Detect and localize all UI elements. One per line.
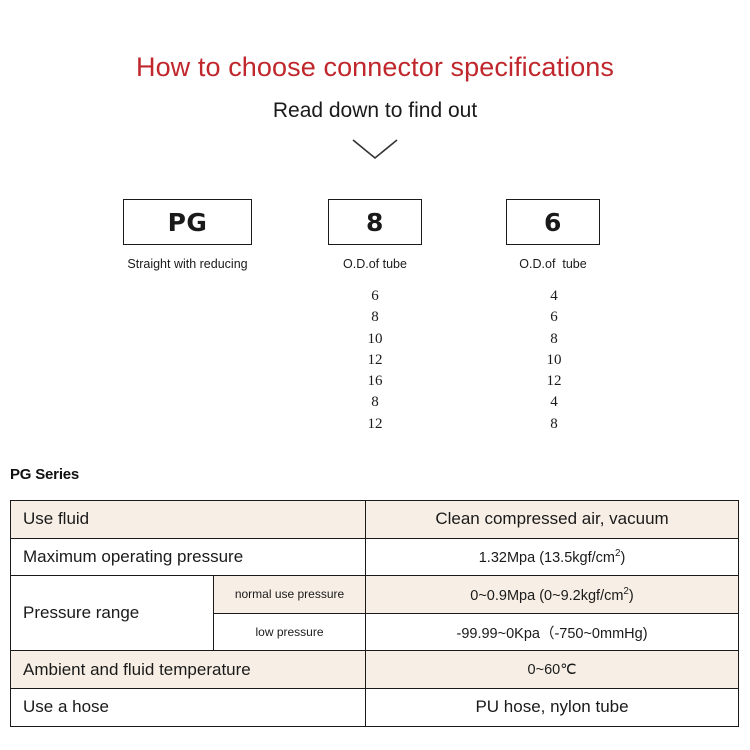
spec-table-label: PG Series [10, 466, 80, 483]
row-label-use-a-hose: Use a hose [9, 687, 367, 727]
subrow-value-normal-use-pressure: 0~0.9Mpa (0~9.2kgf/cm2) [365, 575, 740, 614]
row-label-ambient-fluid-temperature: Ambient and fluid temperature [9, 650, 367, 689]
option-value[interactable]: 8 [371, 394, 379, 411]
option-column-od-tube-1: 6 8 10 12 16 8 12 [315, 286, 435, 435]
table-row: Use a hose PU hose, nylon tube [9, 687, 740, 727]
selector-box-series[interactable]: PG [123, 199, 252, 245]
selector-caption-series: Straight with reducing [127, 257, 248, 271]
row-value-ambient-fluid-temperature: 0~60℃ [365, 650, 740, 689]
option-value[interactable]: 16 [367, 373, 383, 390]
spec-table: Use fluid Clean compressed air, vacuum M… [9, 500, 740, 727]
selector-caption-od-tube-1: O.D.of tube [343, 257, 407, 271]
value-superscript: 2 [614, 547, 621, 559]
page-subtitle: Read down to find out [272, 99, 478, 122]
option-value[interactable]: 6 [371, 288, 379, 304]
option-value[interactable]: 8 [371, 309, 379, 326]
option-value[interactable]: 4 [550, 394, 558, 411]
page-title: How to choose connector specifications [135, 52, 615, 82]
option-value[interactable]: 8 [550, 330, 558, 347]
option-value[interactable]: 10 [367, 330, 383, 347]
row-label-use-fluid: Use fluid [9, 500, 367, 539]
row-label-max-operating-pressure: Maximum operating pressure [9, 537, 367, 577]
row-value-use-a-hose: PU hose, nylon tube [365, 687, 740, 727]
table-row: Pressure range normal use pressure 0~0.9… [10, 575, 740, 652]
chevron-down-icon [352, 139, 398, 160]
selector-box-od-tube-1[interactable]: 8 [328, 199, 422, 245]
option-value[interactable]: 4 [550, 288, 558, 304]
table-row: Use fluid Clean compressed air, vacuum [9, 500, 740, 539]
table-row: Maximum operating pressure 1.32Mpa (13.5… [9, 537, 740, 577]
subrow-value-low-pressure: -99.99~0Kpa（-750~0mmHg) [365, 612, 740, 652]
value-tail: ) [620, 549, 626, 566]
row-value-use-fluid: Clean compressed air, vacuum [365, 500, 740, 539]
option-value[interactable]: 12 [367, 415, 383, 432]
selector-caption-od-tube-2: O.D.of tube [519, 257, 587, 271]
value-main: 0~0.9Mpa [470, 587, 536, 604]
subrow-label-normal-use-pressure: normal use pressure [212, 575, 367, 614]
selector-box-od-tube-2[interactable]: 6 [506, 199, 600, 245]
option-value[interactable]: 12 [546, 373, 562, 390]
option-value[interactable]: 12 [367, 351, 383, 368]
row-label-pressure-range: Pressure range [10, 575, 214, 652]
option-value[interactable]: 6 [550, 309, 558, 326]
option-value[interactable]: 8 [550, 415, 558, 432]
value-superscript: 2 [623, 585, 629, 597]
row-value-max-operating-pressure: 1.32Mpa (13.5kgf/cm2) [365, 537, 740, 577]
value-main: 1.32Mpa [478, 549, 536, 566]
value-paren: (0~9.2kgf/cm [539, 587, 624, 604]
value-tail: ) [628, 587, 634, 604]
table-row: Ambient and fluid temperature 0~60℃ [9, 650, 740, 689]
option-value[interactable]: 10 [546, 351, 562, 368]
option-column-od-tube-2: 4 6 8 10 12 4 8 [494, 286, 614, 435]
value-paren: (13.5kgf/cm [539, 549, 615, 566]
subrow-label-low-pressure: low pressure [212, 612, 367, 652]
